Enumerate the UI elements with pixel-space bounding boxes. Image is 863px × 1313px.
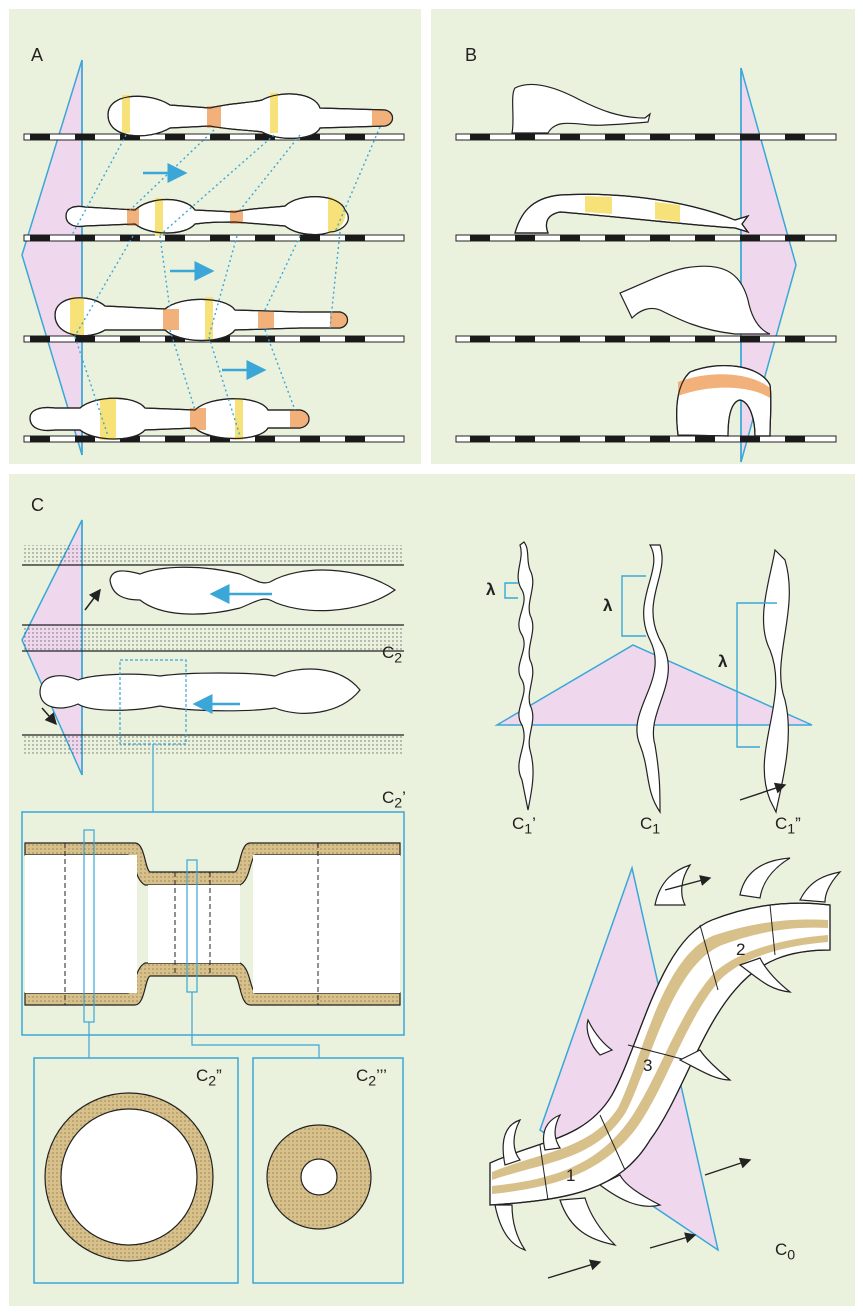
worm-a4	[29, 397, 310, 440]
worm-a1	[107, 93, 394, 139]
label-c1: C1	[640, 814, 661, 838]
label-c2-double-prime: C2”	[196, 1066, 222, 1090]
tracking-lines-a	[71, 126, 381, 437]
lambda-label-2: λ	[603, 596, 613, 615]
worm-c1pp	[763, 548, 790, 814]
burrow-worm-upper	[109, 566, 397, 615]
c0-parapodia	[494, 857, 842, 1252]
ground-lines-b	[455, 133, 837, 443]
panel-b-drawing	[455, 67, 837, 463]
label-c1-prime: C1’	[512, 814, 536, 838]
worm-c1	[636, 544, 669, 814]
panel-c2prime	[21, 811, 405, 1058]
burrow-worm-lower	[39, 668, 361, 714]
sand-mid	[22, 625, 404, 651]
leech-b3	[619, 265, 771, 335]
worm-c1prime	[517, 541, 534, 811]
panel-c-burrow	[21, 519, 404, 812]
sand-bottom	[22, 735, 404, 755]
lambda-label-3: λ	[718, 652, 728, 671]
panel-c-label: C	[31, 495, 44, 515]
cross-sections	[33, 1057, 404, 1284]
panel-a-label: A	[31, 45, 44, 65]
c2prime-box	[21, 811, 405, 1036]
c2pp-box	[33, 1057, 239, 1284]
label-c2-prime: C2’	[382, 788, 406, 812]
lambda-bracket-1	[504, 582, 518, 599]
panel-c-undulation	[494, 541, 813, 814]
label-c0: C0	[775, 1240, 796, 1264]
segment-label-2: 2	[736, 940, 746, 959]
panel-b-label: B	[465, 45, 478, 65]
leech-b1	[511, 83, 652, 134]
panel-a-drawing	[21, 59, 405, 456]
label-c2-triple-prime: C2’’’	[356, 1066, 387, 1090]
worm-a2	[65, 196, 349, 236]
leech-b4	[676, 365, 772, 437]
label-c2: C2	[382, 643, 403, 667]
leech-b2	[514, 193, 750, 234]
pink-wedge-a	[21, 59, 83, 456]
lambda-bracket-2	[621, 575, 646, 637]
label-c1-double-prime: C1”	[775, 814, 801, 838]
sand-top	[22, 545, 404, 565]
segment-label-1: 1	[566, 1166, 576, 1185]
panel-c0	[489, 782, 842, 1279]
c2ppp-box	[252, 1057, 404, 1284]
worm-a3	[54, 297, 349, 342]
lambda-bracket-3	[736, 602, 777, 748]
segment-label-3: 3	[643, 1056, 653, 1075]
lambda-label-1: λ	[486, 580, 496, 599]
